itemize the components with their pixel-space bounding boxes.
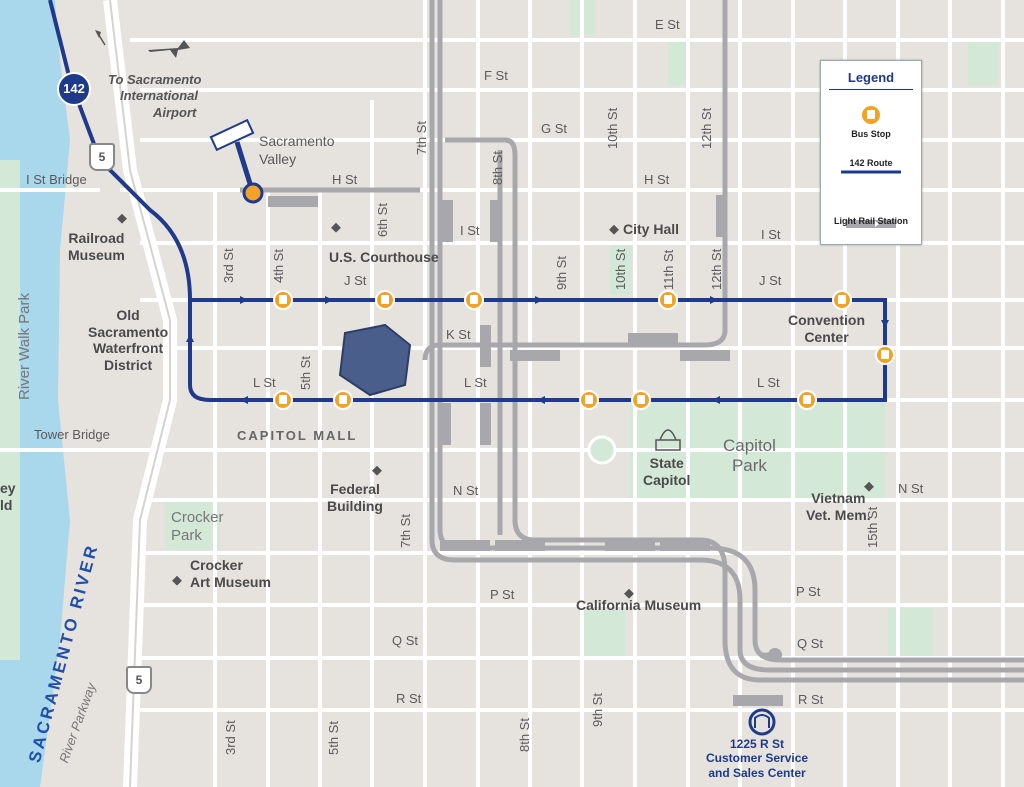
bus-icon <box>279 395 287 404</box>
street-4th: 4th St <box>271 249 286 283</box>
legend-rail-label: Light Rail Station <box>834 216 908 226</box>
street-10th: 10th St <box>605 107 620 149</box>
bus-icon <box>664 295 672 304</box>
legend-route-label: 142 Route <box>849 158 893 168</box>
street-12th-south: 12th St <box>709 248 724 290</box>
legend-panel: Legend Bus Stop 142 Route Light Rail Sta… <box>820 60 922 245</box>
tower-bridge: Tower Bridge <box>34 427 110 442</box>
street-k: K St <box>446 327 471 342</box>
street-j-east: J St <box>759 273 782 288</box>
street-e: E St <box>655 17 680 32</box>
river-walk-park-label: River Walk Park <box>16 293 33 400</box>
legend-symbols <box>841 106 901 228</box>
street-8th-south: 8th St <box>517 718 532 752</box>
street-5th-south: 5th St <box>326 721 341 755</box>
i-st-bridge: I St Bridge <box>26 172 87 187</box>
street-f: F St <box>484 68 508 83</box>
park-crocker <box>165 500 220 550</box>
capitol-mall: CAPITOL MALL <box>237 428 358 443</box>
street-l-west: L St <box>253 375 276 390</box>
airport-label: To Sacramento International Airport <box>108 72 202 120</box>
street-n: N St <box>453 483 479 498</box>
california-museum-label: California Museum <box>576 597 702 613</box>
street-12th: 12th St <box>699 107 714 149</box>
street-3rd: 3rd St <box>221 248 236 283</box>
bus-icon <box>637 395 645 404</box>
street-n-east: N St <box>898 481 924 496</box>
street-5th: 5th St <box>298 356 313 390</box>
street-7th-south: 7th St <box>398 514 413 548</box>
route-142-badge: 142 <box>57 72 91 106</box>
street-7th: 7th St <box>414 121 429 155</box>
customer-service-logo <box>748 708 776 736</box>
street-9th: 9th St <box>554 256 569 290</box>
bus-icon <box>803 395 811 404</box>
street-p-east: P St <box>796 584 821 599</box>
street-h: H St <box>332 172 358 187</box>
bus-icon <box>279 295 287 304</box>
street-6th: 6th St <box>375 203 390 237</box>
street-q: Q St <box>392 633 419 648</box>
bus-icon <box>585 395 593 404</box>
street-j: J St <box>344 273 367 288</box>
street-9th-south: 9th St <box>590 693 605 727</box>
park-g <box>968 40 998 85</box>
street-p: P St <box>490 587 515 602</box>
street-11th: 11th St <box>661 249 676 290</box>
street-h-east: H St <box>644 172 670 187</box>
interstate-5-shield-south: 5 <box>126 666 152 694</box>
interstate-5-shield: 5 <box>89 143 115 171</box>
sac-valley-station <box>209 118 255 152</box>
street-l: L St <box>464 375 487 390</box>
courthouse-label: U.S. Courthouse <box>329 249 439 265</box>
bus-icon <box>339 395 347 404</box>
landmark-markers <box>117 213 874 599</box>
bus-icon <box>881 350 889 359</box>
park-p2 <box>888 608 933 658</box>
street-r: R St <box>396 691 422 706</box>
street-i: I St <box>460 223 480 238</box>
street-8th: 8th St <box>490 151 505 185</box>
route-arrows <box>186 296 889 404</box>
bus-icon <box>838 295 846 304</box>
legend-rail-icon <box>846 220 896 228</box>
park-rw <box>0 160 20 660</box>
rail-terminus <box>768 648 782 662</box>
street-l-east: L St <box>757 375 780 390</box>
airplane-icon <box>148 40 190 58</box>
street-3rd-south: 3rd St <box>223 720 238 755</box>
legend-title: Legend <box>829 70 913 90</box>
bus-icon <box>470 295 478 304</box>
legend-bus-stop-label: Bus Stop <box>851 129 891 139</box>
park-f <box>668 40 690 85</box>
capitol-icon <box>655 429 681 451</box>
street-q-east: Q St <box>797 636 824 651</box>
street-i-east: I St <box>761 227 781 242</box>
bus-icon <box>381 295 389 304</box>
bus-stops <box>273 290 895 410</box>
light-rail-stations <box>268 195 783 706</box>
street-g: G St <box>541 121 568 136</box>
route-142-line <box>48 0 887 402</box>
park-p1 <box>580 610 625 660</box>
street-r-east: R St <box>798 692 824 707</box>
golden1-center-arena <box>338 323 412 397</box>
park-j <box>610 245 632 295</box>
street-10th-south: 10th St <box>613 248 628 290</box>
city-hall-label: City Hall <box>623 221 680 237</box>
